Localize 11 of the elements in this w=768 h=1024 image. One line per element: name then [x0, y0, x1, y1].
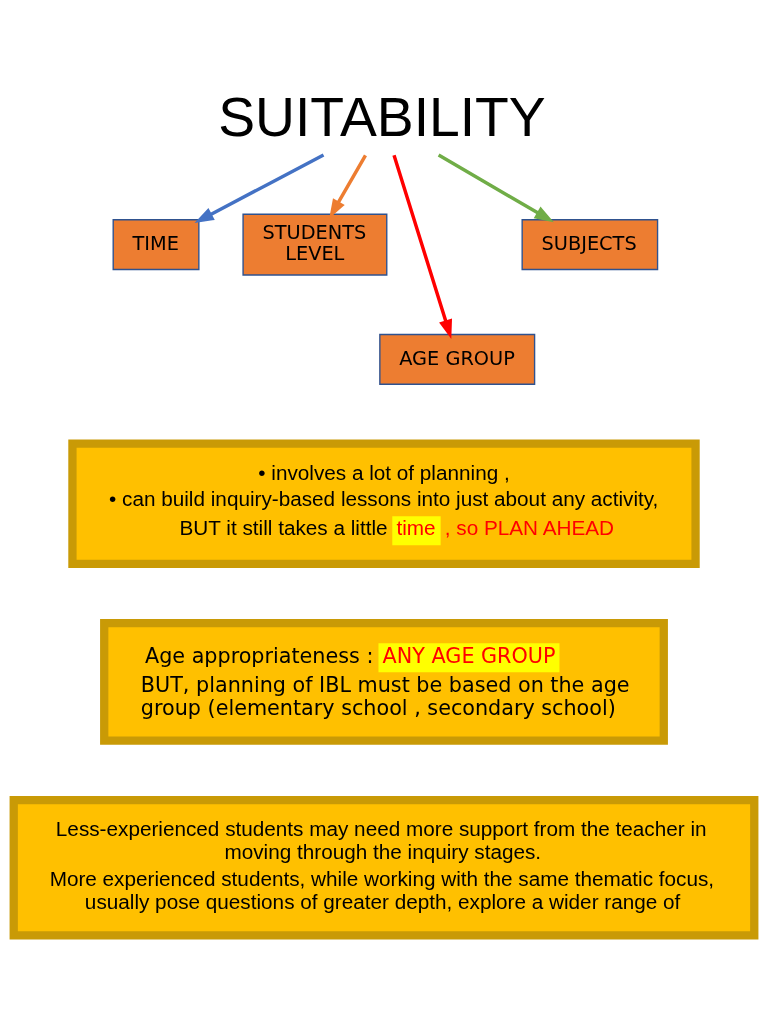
node-box: SUBJECTS [521, 219, 659, 271]
node-text: SUITABILITY [218, 85, 546, 148]
node-box: Age appropriateness : ANY AGE GROUP BUT, planning of IBL must be based on the age group (elementary school , secondary school) [100, 619, 668, 745]
node-box: TIME [112, 219, 200, 271]
arrow [437, 153, 554, 223]
node-box: Less-experienced students may need more support from the teacher in moving through the inquiry stages. More experienced students, while working with the same thematic focus, usually pose questions of greater depth, explore a wider range of [9, 795, 759, 940]
node-box: • involves a lot of planning , • can build inquiry-based lessons into just about any activity, BUT it still takes a little time , so PLAN AHEAD [68, 439, 700, 568]
arrow [194, 153, 325, 223]
node-box: STUDENTS LEVEL [242, 213, 388, 276]
node-box: AGE GROUP [379, 333, 536, 385]
arrow [392, 154, 452, 339]
